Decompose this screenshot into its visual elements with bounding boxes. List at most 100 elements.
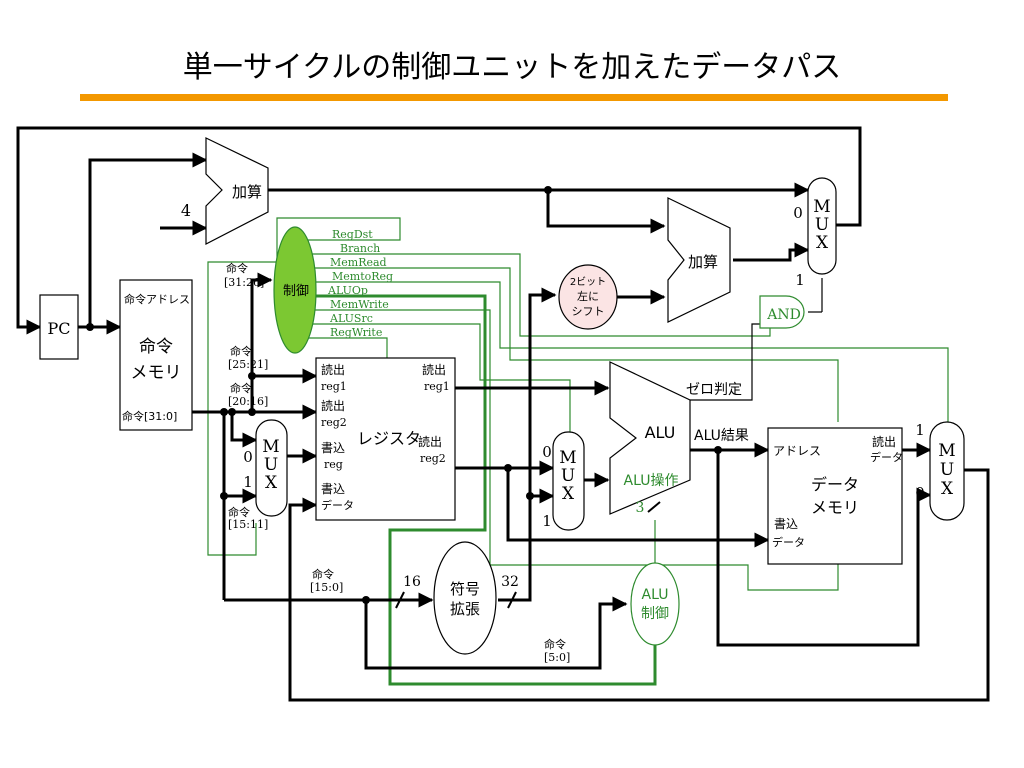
control-signal-labels: RegDst Branch MemRead MemtoReg ALUOp Mem…: [327, 228, 393, 339]
signal-regdst: RegDst: [332, 228, 373, 241]
junction-dots: [86, 186, 722, 604]
control-unit-label: 制御: [283, 284, 309, 299]
rf-out1-label: 読出: [422, 362, 446, 377]
alusrc-mux-m: M: [559, 448, 576, 468]
pc-register: [39, 294, 79, 360]
control-unit: [273, 226, 317, 354]
memtoreg-mux-x: X: [941, 479, 954, 499]
alu-control-label-2: 制御: [641, 606, 669, 622]
bus-width-32: 32: [501, 574, 519, 590]
rf-writedata-label: 書込: [321, 482, 345, 496]
memtoreg-mux-in0: 0: [915, 484, 925, 502]
pc-mux-in1: 1: [795, 271, 805, 289]
rf-read1-label: 読出: [321, 362, 345, 377]
sext-label-1: 符号: [450, 580, 480, 598]
regdst-mux-u: U: [264, 455, 278, 475]
rf-writedata-data: データ: [321, 498, 354, 512]
imem-address-label: 命令アドレス: [124, 292, 190, 306]
and-gate: [759, 295, 805, 329]
field-rt: [20:16]: [228, 395, 268, 408]
rf-out2-label: 読出: [418, 434, 442, 449]
field-funct-inst: 命令: [544, 637, 566, 651]
register-file: [315, 357, 456, 521]
pc-mux-in0: 0: [793, 204, 803, 222]
rf-write-reg: reg: [324, 458, 343, 471]
shift-line-2: 左に: [577, 290, 599, 303]
rf-out2-reg: reg2: [420, 452, 446, 465]
pc-adder-label: 加算: [232, 183, 262, 201]
instruction-memory: [119, 279, 193, 431]
aluop-wire: [303, 294, 657, 686]
alusrc-mux: [552, 431, 585, 531]
pc-label: PC: [47, 319, 70, 338]
alu-control-label-1: ALU: [642, 587, 669, 603]
signal-memtoreg: MemtoReg: [332, 270, 393, 283]
field-op-inst: 命令: [226, 261, 248, 275]
branch-adder-label: 加算: [688, 253, 718, 271]
field-rd-inst: 命令: [228, 505, 250, 519]
alu-op-label: ALU操作: [624, 473, 679, 489]
bus-width-16: 16: [403, 574, 421, 590]
dmem-read-data: データ: [870, 450, 903, 464]
shift-line-3: シフト: [572, 305, 605, 318]
sext-label-2: 拡張: [450, 600, 480, 618]
instruction-field-labels: 命令 [31:26] 命令 [25:21] 命令 [20:16] 命令 [15:…: [224, 261, 570, 664]
alu: [609, 361, 691, 515]
dmem-read-label: 読出: [872, 434, 896, 449]
regdst-mux-x: X: [265, 473, 278, 493]
regdst-mux-in0: 0: [243, 448, 253, 466]
signal-memread: MemRead: [330, 256, 387, 269]
and-label: AND: [766, 307, 801, 323]
alu-result-label: ALU結果: [694, 428, 749, 444]
rf-write-label: 書込: [321, 441, 345, 455]
zero-label: ゼロ判定: [686, 382, 742, 398]
memtoreg-mux-u: U: [940, 460, 954, 480]
rf-out1-reg: reg1: [424, 380, 450, 393]
alu-control: [630, 562, 680, 646]
field-rd: [15:11]: [228, 518, 268, 531]
constant-4: 4: [181, 201, 191, 220]
field-rt-inst: 命令: [230, 381, 252, 395]
pc-mux-u: U: [815, 215, 829, 235]
alusrc-mux-u: U: [561, 466, 575, 486]
rf-title: レジスタ: [357, 429, 421, 448]
bus-slashes: [395, 501, 661, 609]
pc-adder: [205, 137, 269, 245]
memtoreg-mux-in1: 1: [915, 421, 925, 439]
dmem-write-data: データ: [772, 535, 805, 549]
dmem-write-label: 書込: [774, 517, 798, 531]
signal-branch: Branch: [340, 242, 380, 255]
shift-line-1: 2ビット: [570, 276, 606, 288]
memtoreg-mux: [929, 421, 965, 521]
alusrc-mux-x: X: [562, 484, 575, 504]
field-rs: [25:21]: [228, 358, 268, 371]
signal-memwrite: MemWrite: [330, 298, 389, 311]
datapath-wires: [16, 126, 990, 702]
page-title: 単一サイクルの制御ユニットを加えたデータパス: [182, 50, 842, 85]
alu-label: ALU: [645, 423, 676, 442]
branch-wires: [690, 278, 823, 401]
memtoreg-mux-m: M: [938, 441, 955, 461]
data-memory: [767, 427, 903, 565]
branch-adder: [667, 197, 731, 323]
rf-read2-reg: reg2: [321, 416, 347, 429]
dmem-title-1: データ: [811, 475, 859, 494]
signal-alusrc: ALUSrc: [329, 312, 373, 325]
signal-regwrite: RegWrite: [330, 326, 382, 339]
field-funct: [5:0]: [544, 651, 570, 664]
imem-output-label: 命令[31:0]: [122, 409, 177, 423]
alusrc-mux-in0: 0: [542, 443, 552, 461]
regdst-mux-in1: 1: [243, 473, 253, 491]
imem-title-1: 命令: [139, 337, 173, 357]
imem-title-2: メモリ: [131, 363, 182, 383]
sign-extend: [433, 541, 497, 655]
field-imm: [15:0]: [310, 581, 343, 594]
alusrc-mux-in1: 1: [542, 512, 552, 530]
alu-op-bits: 3: [636, 500, 645, 516]
signal-aluop: ALUOp: [327, 284, 368, 297]
title-underline: [80, 94, 948, 101]
field-op: [31:26]: [224, 276, 264, 289]
regdst-mux-m: M: [262, 437, 279, 457]
rf-read1-reg: reg1: [321, 380, 347, 393]
field-rs-inst: 命令: [230, 344, 252, 358]
